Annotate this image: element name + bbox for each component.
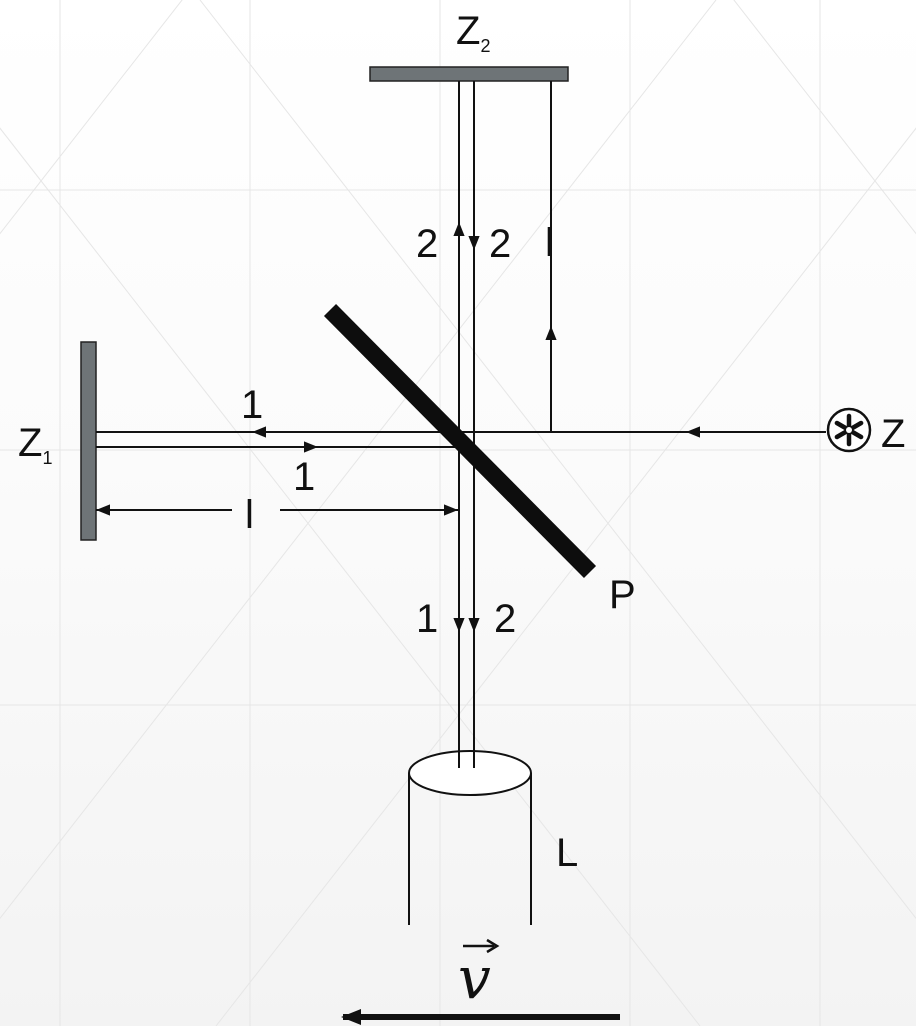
light-source-icon xyxy=(826,407,872,453)
label-ray-1-exit: 1 xyxy=(416,597,438,641)
telescope xyxy=(408,750,532,925)
mirror-z1 xyxy=(80,341,97,541)
label-ray-1-left: 1 xyxy=(241,383,263,427)
label-z2: Z2 xyxy=(456,9,490,56)
label-l-telescope: L xyxy=(556,831,578,875)
label-z-source: Z xyxy=(881,412,905,456)
beam-splitter-plate xyxy=(323,304,597,578)
label-ray-2-exit: 2 xyxy=(494,597,516,641)
velocity-label: v xyxy=(458,938,500,1012)
label-ray-2-down: 2 xyxy=(489,222,511,266)
label-ray-1-right: 1 xyxy=(293,455,315,499)
label-arm-upper: l xyxy=(545,221,554,265)
svg-text:v: v xyxy=(458,944,491,1012)
label-z1: Z1 xyxy=(18,421,52,468)
label-p-plate: P xyxy=(609,573,636,617)
label-ray-2-up: 2 xyxy=(416,222,438,266)
label-arm-lower: l xyxy=(245,493,254,537)
mirror-z2 xyxy=(369,66,569,82)
